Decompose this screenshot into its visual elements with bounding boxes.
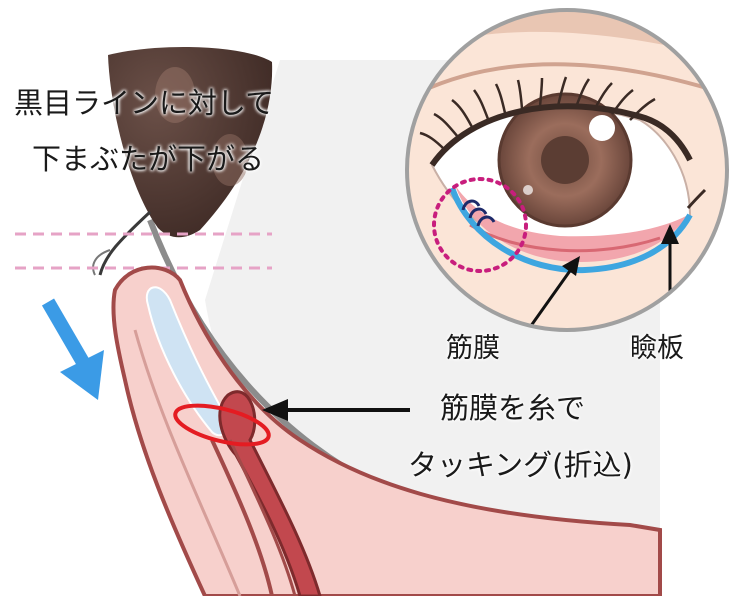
cornea-highlight-2 [212, 134, 248, 186]
tuck-area-dotted-circle [432, 177, 528, 273]
eyelash [98, 210, 152, 276]
black-pointer-arrow-icon [262, 399, 410, 421]
suture-loop [173, 403, 271, 447]
tucking-text-line1: 筋膜を糸で [440, 391, 586, 425]
note-text-line1: 黒目ラインに対して [14, 86, 275, 120]
upper-lash-line [429, 103, 693, 167]
tarsus-label: 瞼板 [630, 333, 684, 364]
fascia-pointer-arrow-icon [526, 256, 580, 330]
zoom-view [405, 8, 729, 332]
cornea [108, 46, 273, 238]
cornea-highlight [155, 67, 195, 123]
blue-down-arrow-icon [41, 298, 104, 400]
eyelash [92, 249, 111, 276]
pupil [541, 136, 589, 184]
fascia-label: 筋膜 [446, 333, 500, 364]
eyelid-fold [133, 329, 242, 597]
muscle-band-2 [228, 439, 297, 597]
muscle-band [210, 439, 274, 597]
note-text-line2: 下まぶたが下がる [32, 142, 265, 176]
tucking-text-line2: タッキング(折込) [408, 448, 633, 482]
lower-eyelid [111, 265, 662, 598]
